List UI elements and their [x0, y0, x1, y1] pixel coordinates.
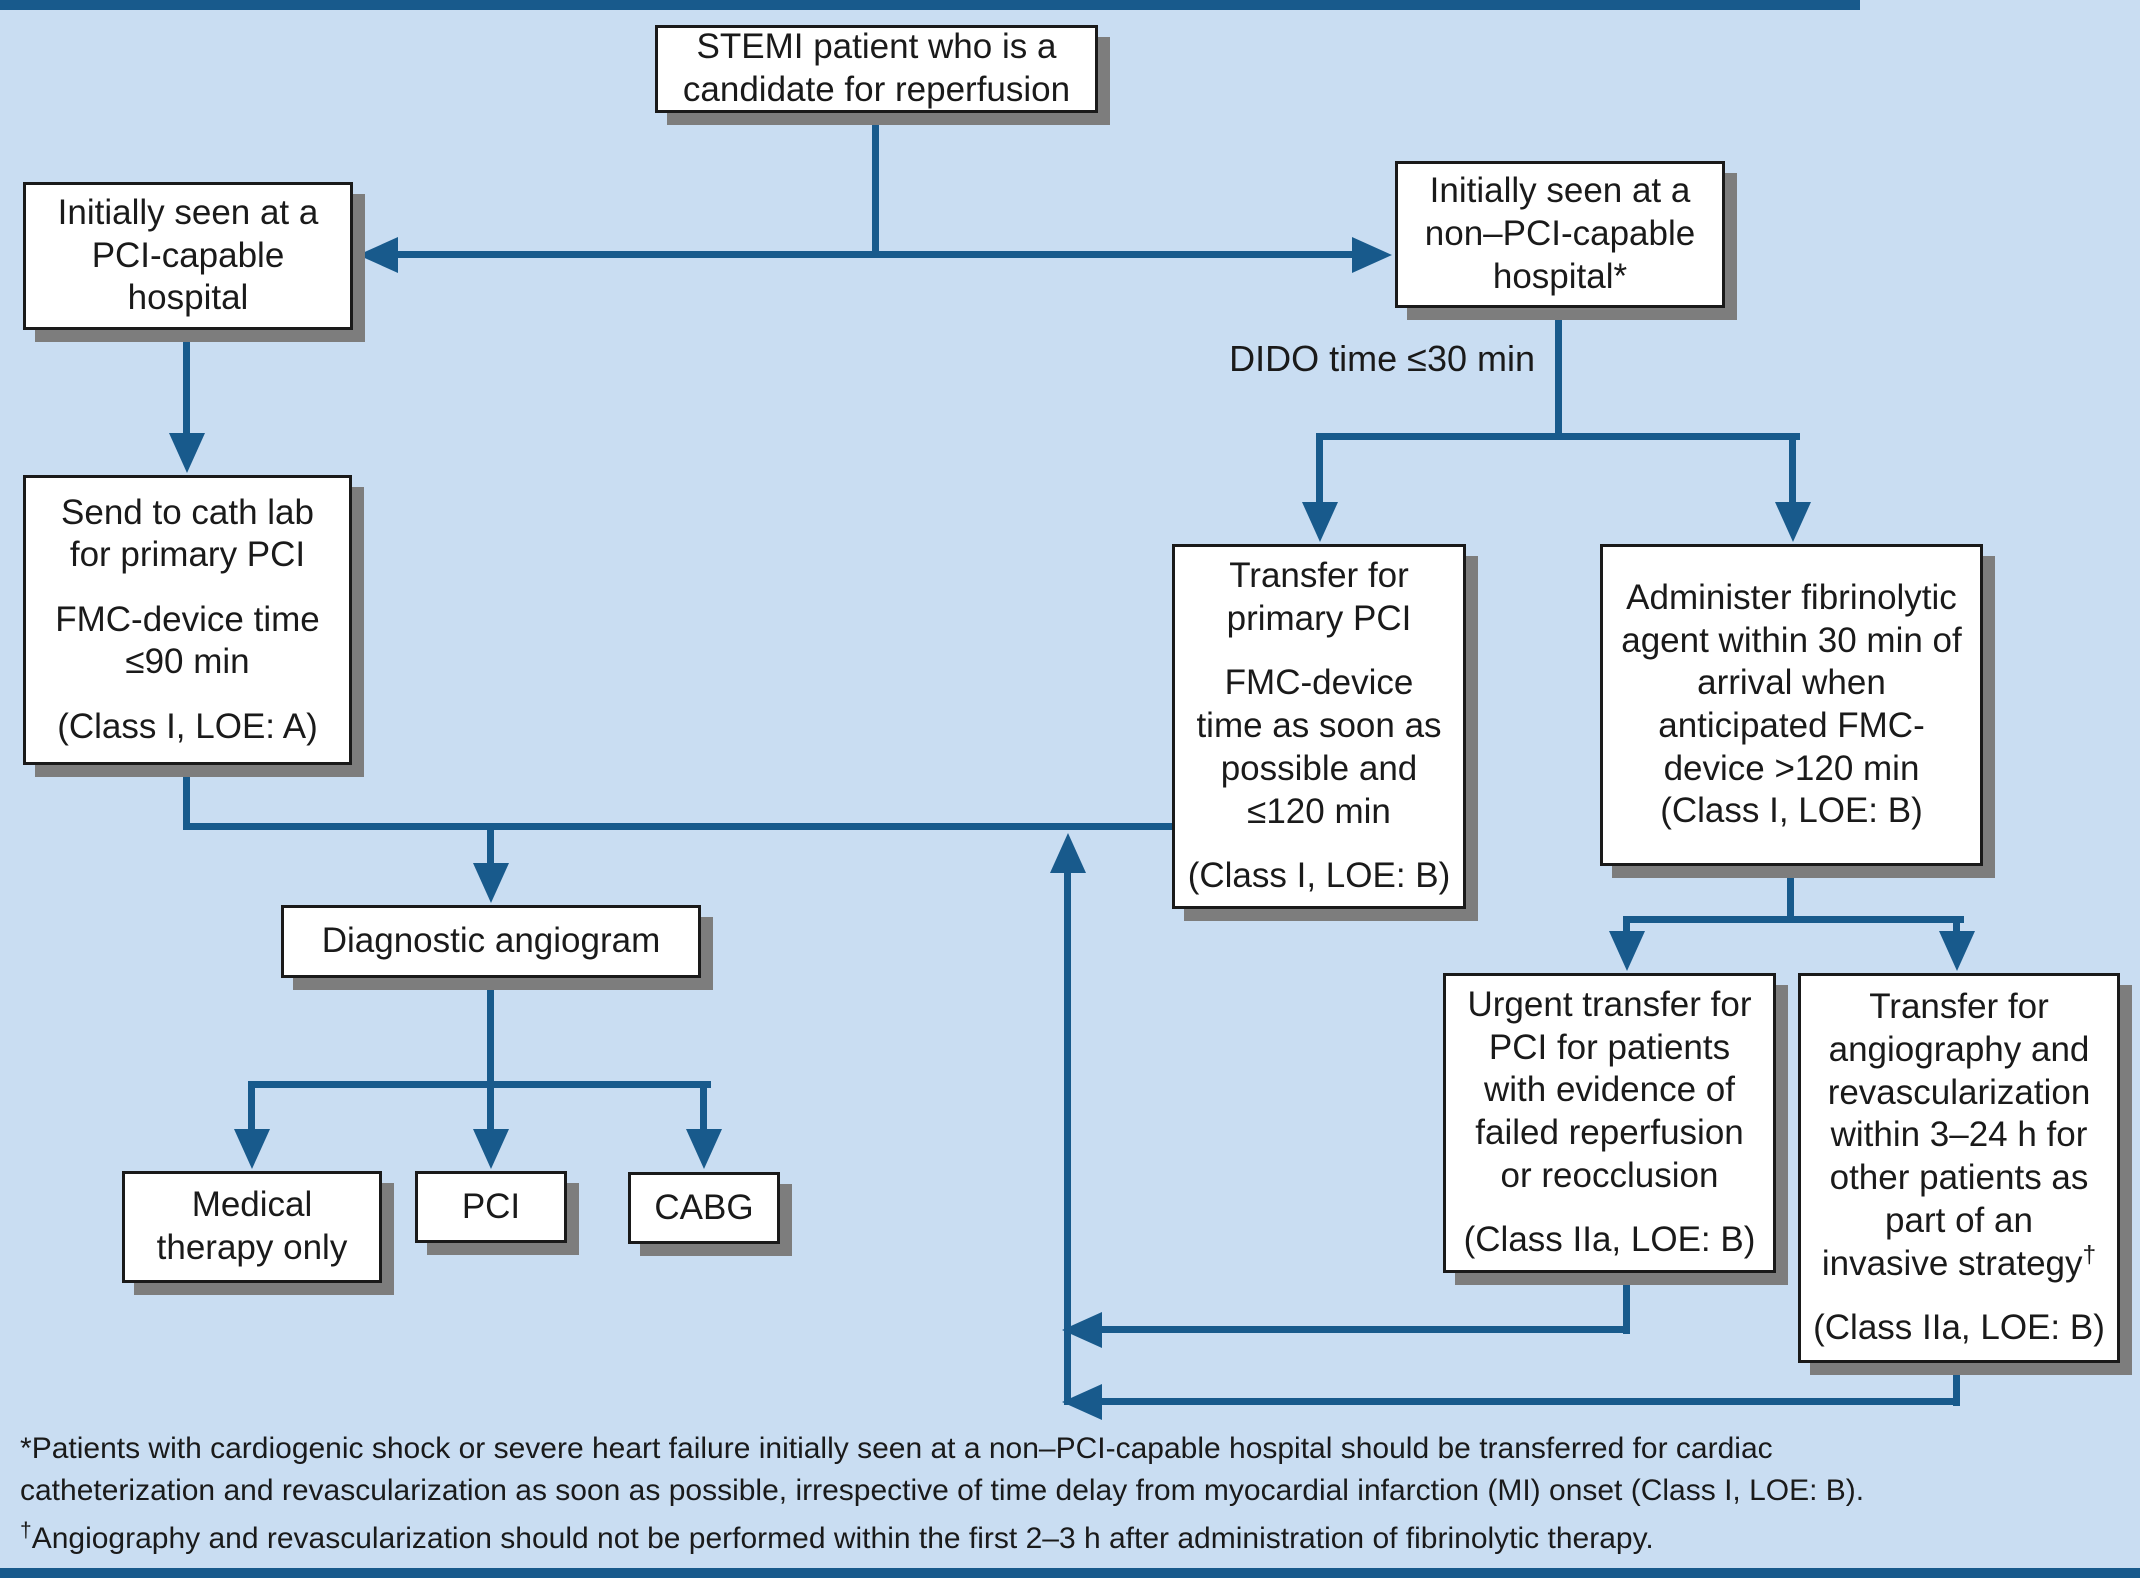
dido-time-label: DIDO time ≤30 min	[1229, 338, 1535, 379]
node-text: Initially seen at a PCI-capable hospital	[57, 192, 319, 318]
connector	[248, 1081, 711, 1088]
connector	[1064, 869, 1071, 1405]
node-stemi-patient: STEMI patient who is a candidate for rep…	[655, 25, 1098, 113]
arrowhead-down-icon	[1939, 931, 1975, 971]
node-text: FMC-device time ≤90 min	[55, 599, 320, 682]
connector	[1789, 433, 1796, 505]
node-text: CABG	[654, 1187, 754, 1227]
node-medical-therapy-only: Medical therapy only	[122, 1171, 382, 1283]
arrowhead-left-icon	[1062, 1384, 1102, 1420]
node-transfer-primary-pci: Transfer for primary PCI FMC-device time…	[1172, 544, 1466, 909]
footnotes: *Patients with cardiogenic shock or seve…	[20, 1428, 2132, 1560]
dagger-superscript: †	[2082, 1240, 2097, 1268]
node-text: Transfer for primary PCI	[1226, 556, 1412, 639]
bottom-border-strip	[0, 1568, 2140, 1578]
node-send-to-cath-lab: Send to cath lab for primary PCI FMC-dev…	[23, 475, 352, 765]
connector	[183, 764, 190, 830]
connector	[390, 251, 1360, 258]
connector	[1623, 916, 1964, 923]
arrowhead-down-icon	[686, 1129, 722, 1169]
connector	[1100, 1398, 1960, 1405]
node-urgent-transfer-pci: Urgent transfer for PCI for patients wit…	[1443, 973, 1776, 1273]
top-border-strip	[0, 0, 1860, 10]
footnote-asterisk: *Patients with cardiogenic shock or seve…	[20, 1428, 2132, 1512]
node-text: PCI	[461, 1186, 521, 1226]
node-pci: PCI	[415, 1171, 567, 1243]
arrowhead-down-icon	[234, 1129, 270, 1169]
footnote-marker: †	[20, 1519, 32, 1542]
arrowhead-down-icon	[1609, 931, 1645, 971]
arrowhead-up-icon	[1050, 833, 1086, 873]
arrowhead-down-icon	[473, 1129, 509, 1169]
node-diagnostic-angiogram: Diagnostic angiogram	[281, 905, 701, 978]
connector	[487, 978, 494, 1088]
footnote-dagger: †Angiography and revascularization shoul…	[20, 1518, 2132, 1560]
connector	[1623, 1273, 1630, 1334]
node-text: Transfer for angiography and revasculari…	[1821, 987, 2091, 1283]
node-text: FMC-device time as soon as possible and …	[1196, 663, 1442, 831]
node-text: (Class I, LOE: A)	[57, 706, 318, 746]
node-text: Transfer for angiography and revasculari…	[1822, 986, 2096, 1285]
node-text: Initially seen at a non–PCI-capable hosp…	[1424, 171, 1696, 296]
connector	[183, 329, 190, 437]
arrowhead-left-icon	[358, 237, 398, 273]
connector	[1787, 865, 1794, 923]
connector	[1623, 916, 1630, 938]
connector	[248, 1081, 255, 1131]
arrowhead-right-icon	[1352, 237, 1392, 273]
node-transfer-angiography: Transfer for angiography and revasculari…	[1798, 973, 2120, 1363]
node-text: Diagnostic angiogram	[321, 921, 661, 961]
node-text: STEMI patient who is a candidate for rep…	[682, 27, 1071, 109]
arrowhead-left-icon	[1062, 1312, 1102, 1348]
connector	[1316, 433, 1323, 505]
connector	[183, 823, 1172, 830]
node-cabg: CABG	[628, 1172, 780, 1244]
footnote-text: Patients with cardiogenic shock or sever…	[20, 1432, 1865, 1507]
node-text: Send to cath lab for primary PCI	[61, 492, 314, 575]
connector	[872, 112, 879, 258]
arrowhead-down-icon	[1302, 502, 1338, 542]
node-text: (Class I, LOE: B)	[1187, 855, 1451, 895]
connector	[1100, 1326, 1630, 1333]
node-text: (Class IIa, LOE: B)	[1463, 1220, 1756, 1260]
node-administer-fibrinolytic: Administer fibrinolytic agent within 30 …	[1600, 544, 1983, 866]
node-text: (Class IIa, LOE: B)	[1813, 1307, 2105, 1347]
connector	[1953, 916, 1960, 938]
arrowhead-down-icon	[169, 433, 205, 473]
arrowhead-down-icon	[1775, 502, 1811, 542]
footnote-text: Angiography and revascularization should…	[31, 1522, 1654, 1555]
node-text: Medical therapy only	[156, 1185, 348, 1267]
node-non-pci-capable-hospital: Initially seen at a non–PCI-capable hosp…	[1395, 161, 1725, 308]
connector	[487, 827, 494, 867]
connector	[1953, 1363, 1960, 1406]
connector	[1555, 307, 1562, 440]
node-pci-capable-hospital: Initially seen at a PCI-capable hospital	[23, 182, 353, 330]
connector	[1316, 433, 1800, 440]
footnote-marker: *	[20, 1432, 32, 1465]
node-text: Administer fibrinolytic agent within 30 …	[1621, 577, 1962, 831]
connector	[487, 1081, 494, 1131]
node-text: Urgent transfer for PCI for patients wit…	[1467, 985, 1752, 1195]
connector	[700, 1081, 707, 1131]
arrowhead-down-icon	[473, 863, 509, 903]
